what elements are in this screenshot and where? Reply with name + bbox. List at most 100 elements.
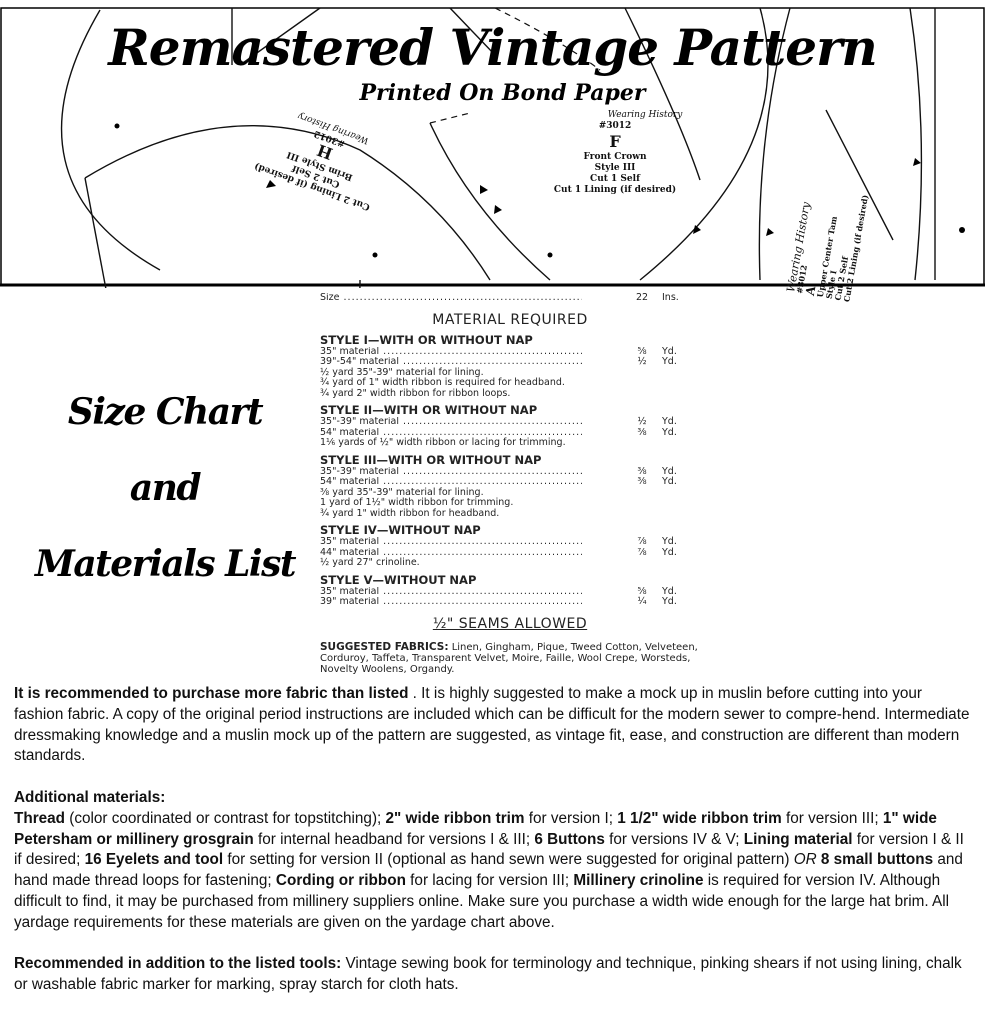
- text-segment: for setting for version II (optional as …: [223, 851, 794, 869]
- bold-text: 16 Eyelets and tool: [84, 851, 224, 869]
- style-heading: STYLE V—WITHOUT NAP: [320, 572, 477, 587]
- bold-text: Thread: [14, 809, 65, 827]
- pattern-title: Remastered Vintage Pattern: [108, 18, 878, 77]
- text-segment: and hand made thread loops for fastening…: [14, 851, 963, 890]
- bold-text: 1" wide Petersham or millinery grosgrain: [14, 809, 937, 848]
- material-row: 35"-39" material½Yd.: [320, 416, 700, 428]
- style-heading: STYLE III—WITH OR WITHOUT NAP: [320, 452, 542, 467]
- material-note: ½ yard 35"-39" material for lining.: [320, 366, 484, 378]
- bold-text: Lining material: [743, 830, 853, 848]
- material-label: 35" material: [320, 347, 582, 358]
- material-unit: Yd.: [662, 356, 677, 367]
- material-row: 54" material⅜Yd.: [320, 476, 700, 488]
- material-amt: ⅜: [637, 465, 647, 477]
- material-note: ¾ yard 1" width ribbon for headband.: [320, 507, 500, 519]
- text-segment: for version I & II if desired;: [14, 830, 964, 869]
- material-heading: MATERIAL REQUIRED: [432, 311, 588, 328]
- material-amt: ½: [637, 416, 647, 427]
- pattern-subtitle: Printed On Bond Paper: [359, 80, 646, 106]
- size-value: 22: [635, 292, 649, 303]
- material-row: 44" material ⅞ Yd.: [320, 546, 700, 559]
- piece-letter: F: [609, 132, 621, 151]
- material-label: 35"-39" material: [320, 467, 582, 478]
- text-segment: for versions IV & V;: [604, 830, 744, 848]
- paragraph: Recommended in addition to the listed to…: [14, 954, 974, 996]
- piece-f-label: Wearing History #3012 F Front Crown Styl…: [540, 110, 690, 196]
- bold-text: 6 Buttons: [534, 830, 605, 848]
- material-label: 44" material: [320, 548, 582, 559]
- material-row: 35" material ⅝ Yd.: [320, 585, 700, 598]
- size-unit: Ins.: [662, 292, 679, 303]
- material-amt: ⅝: [637, 345, 647, 357]
- seams-note: ½" SEAMS ALLOWED: [432, 615, 588, 632]
- material-row: 54" material ⅜ Yd.: [320, 426, 700, 439]
- style-heading: STYLE IV—WITHOUT NAP: [320, 523, 481, 537]
- material-unit: Yd.: [662, 426, 677, 438]
- text-segment: . It is highly suggested to make a mock …: [14, 685, 970, 765]
- material-amt: ⅞: [637, 546, 647, 558]
- material-amt: ⅜: [637, 426, 647, 438]
- text-segment: Vintage sewing book for terminology and …: [14, 955, 962, 994]
- material-unit: Yd.: [662, 465, 677, 477]
- bold-text: 1 1/2" wide ribbon trim: [617, 809, 782, 827]
- pattern-preview: Remastered Vintage Pattern Printed On Bo…: [0, 0, 985, 303]
- materials-table: Size 22 Ins. MATERIAL REQUIRED STYLE I—W…: [320, 292, 700, 675]
- material-note: ¾ yard 2" width ribbon for ribbon loops.: [320, 387, 511, 399]
- piece-line: Cut 1 Self: [590, 174, 640, 184]
- text-segment: for version III;: [781, 809, 883, 827]
- piece-line: #3012: [598, 121, 632, 131]
- piece-line: Front Crown: [583, 152, 647, 162]
- text-segment: OR: [793, 851, 817, 869]
- material-unit: Yd.: [662, 416, 677, 427]
- fabrics-text: Linen, Gingham, Pique, Tweed Cotton, Vel…: [320, 641, 698, 675]
- pattern-lines: [0, 7, 985, 288]
- paragraph: Additional materials:Thread (color coord…: [14, 788, 974, 934]
- size-label: Size: [320, 293, 582, 304]
- material-label: 54" material: [320, 477, 582, 488]
- material-unit: Yd.: [662, 536, 677, 547]
- bold-text: 8 small buttons: [816, 851, 934, 869]
- style-heading: STYLE II—WITH OR WITHOUT NAP: [320, 403, 538, 417]
- piece-line: Style III: [594, 163, 636, 173]
- material-label: 54" material: [320, 428, 582, 439]
- text-segment: for version I;: [524, 809, 618, 827]
- size-row: Size 22 Ins.: [320, 292, 700, 304]
- material-note: ½ yard 27" crinoline.: [320, 557, 420, 568]
- material-row: 39"-54" material½Yd.: [320, 356, 700, 368]
- suggested-fabrics: SUGGESTED FABRICS: Linen, Gingham, Pique…: [320, 640, 700, 675]
- material-unit: Yd.: [662, 546, 677, 558]
- material-note: 1 yard of 1½" width ribbon for trimming.: [320, 497, 514, 508]
- material-row: 39" material ¼ Yd.: [320, 596, 700, 608]
- bold-text: It is recommended to purchase more fabri…: [14, 685, 409, 702]
- style-heading: STYLE I—WITH OR WITHOUT NAP: [320, 332, 533, 347]
- side-heading-line-1: Size Chart: [67, 391, 264, 433]
- material-label: 39" material: [320, 597, 582, 608]
- material-row: 35"-39" material ⅜ Yd.: [320, 465, 700, 478]
- bold-text: Cording or ribbon: [275, 872, 406, 890]
- material-unit: Yd.: [662, 596, 677, 607]
- bold-text: 2" wide ribbon trim: [385, 809, 525, 827]
- material-unit: Yd.: [662, 476, 677, 487]
- bold-text: Recommended in addition to the listed to…: [14, 955, 342, 973]
- material-note: ⅜ yard 35"-39" material for lining.: [320, 486, 484, 498]
- fabrics-label: SUGGESTED FABRICS:: [320, 640, 449, 653]
- material-row: 35" material⅞Yd.: [320, 536, 700, 548]
- material-amt: ¼: [637, 596, 647, 607]
- side-heading-line-3: Materials List: [34, 543, 297, 585]
- material-row: 35" material⅝Yd.: [320, 345, 700, 358]
- material-amt: ⅝: [637, 585, 647, 597]
- bold-text: Additional materials:: [14, 788, 166, 806]
- material-label: 35" material: [320, 587, 582, 598]
- bold-text: Millinery crinoline: [573, 872, 704, 890]
- side-heading-line-2: and: [129, 467, 202, 509]
- piece-line: Cut 1 Lining (if desired): [553, 185, 677, 195]
- brand-logo: Wearing History: [607, 110, 683, 120]
- material-note: 1⅙ yards of ½" width ribbon or lacing fo…: [320, 437, 566, 448]
- material-note: ¾ yard of 1" width ribbon is required fo…: [320, 377, 565, 388]
- text-segment: for lacing for version III;: [405, 872, 574, 890]
- material-unit: Yd.: [662, 585, 677, 597]
- description-text: It is recommended to purchase more fabri…: [14, 684, 974, 1017]
- paragraph: It is recommended to purchase more fabri…: [14, 684, 974, 767]
- text-segment: is required for version IV. Although dif…: [14, 872, 949, 931]
